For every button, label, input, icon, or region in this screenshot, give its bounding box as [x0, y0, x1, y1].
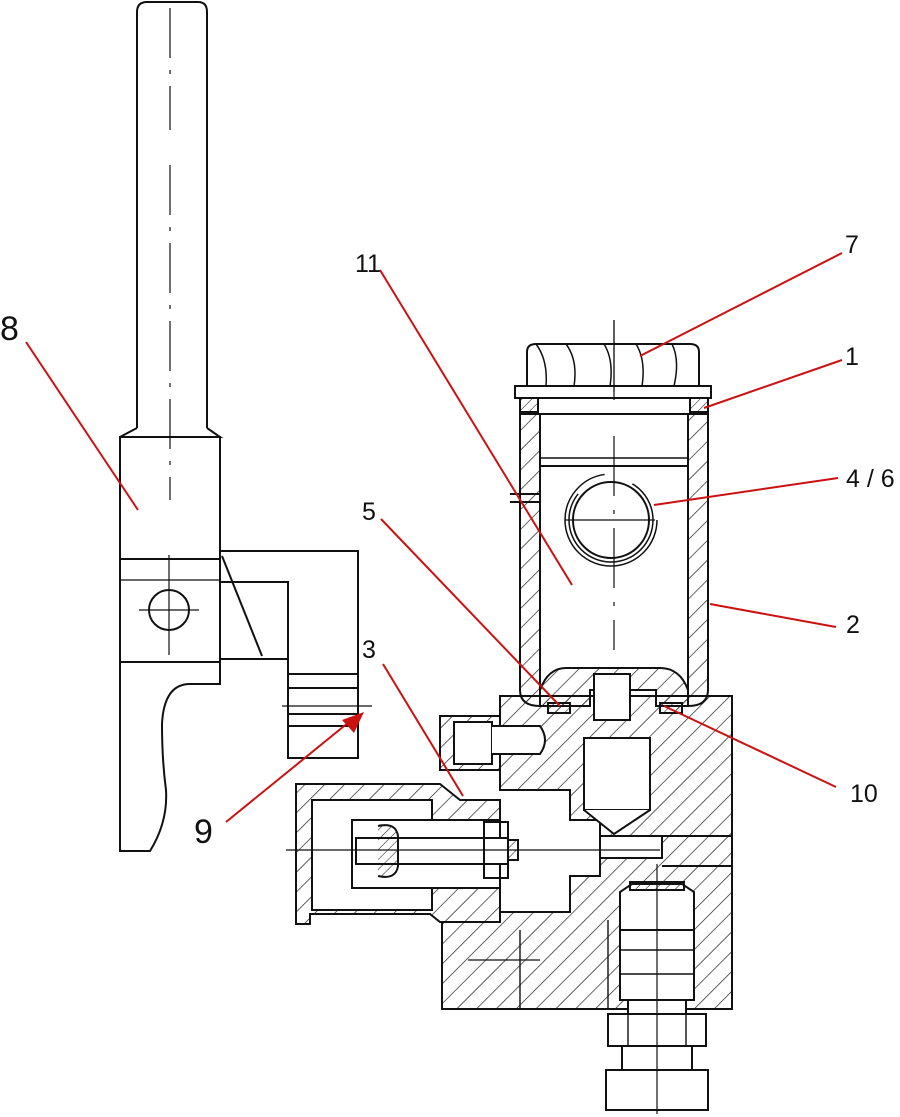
leader-9	[225, 717, 355, 823]
callout-7: 7	[845, 231, 859, 259]
arrowhead-9	[342, 712, 364, 733]
leader-10	[663, 705, 837, 788]
reservoir	[510, 320, 709, 714]
leader-8	[25, 341, 139, 511]
cap-seal	[519, 397, 709, 413]
clamp-bracket	[220, 550, 372, 759]
leader-5	[380, 518, 561, 707]
callout-11: 11	[355, 250, 381, 278]
elbow-fitting	[439, 715, 546, 771]
callout-10: 10	[850, 780, 878, 808]
callout-9: 9	[194, 813, 213, 851]
outlet-fitting	[605, 864, 709, 1114]
lever	[119, 1, 224, 852]
leader-4-6	[653, 477, 839, 506]
callout-4-6: 4 / 6	[846, 465, 895, 493]
leader-7	[639, 252, 843, 357]
callout-1: 1	[845, 343, 859, 371]
leader-2	[709, 603, 837, 628]
hose-fitting	[286, 783, 660, 925]
callout-2: 2	[846, 611, 860, 639]
filler-cap	[514, 320, 712, 399]
callout-labels: 8 9 11 7 1 4 / 6 5 2 3 10	[0, 231, 895, 851]
leader-3	[382, 663, 464, 797]
leader-11	[379, 269, 573, 586]
callout-8: 8	[0, 310, 19, 348]
leader-lines	[25, 252, 843, 823]
sight-glass	[564, 473, 658, 567]
callout-5: 5	[362, 498, 376, 526]
callout-3: 3	[362, 636, 376, 664]
leader-1	[703, 359, 843, 409]
